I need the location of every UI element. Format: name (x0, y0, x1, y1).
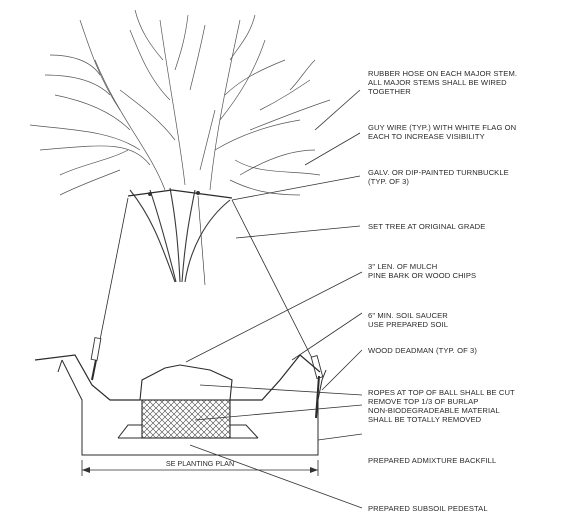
tree-stems (129, 187, 231, 283)
callout-original-grade: SET TREE AT ORIGINAL GRADE (368, 222, 485, 231)
dimension-label: SE PLANTING PLAN (166, 459, 234, 468)
callout-backfill: PREPARED ADMIXTURE BACKFILL (368, 456, 496, 465)
callout-labels: RUBBER HOSE ON EACH MAJOR STEM. ALL MAJO… (368, 69, 519, 513)
leader-lines (185, 89, 363, 509)
callout-turnbuckle: GALV. OR DIP-PAINTED TURNBUCKLE (TYP. OF… (368, 168, 511, 186)
root-ball (117, 364, 259, 439)
tree-crown (29, 9, 331, 196)
callout-wood-deadman: WOOD DEADMAN (TYP. OF 3) (368, 346, 477, 355)
callout-rubber-hose: RUBBER HOSE ON EACH MAJOR STEM. ALL MAJO… (368, 69, 519, 96)
callout-subsoil-pedestal: PREPARED SUBSOIL PEDESTAL (368, 504, 488, 513)
stem-wire-ring (127, 189, 233, 199)
callout-mulch: 3" LEN. OF MULCH PINE BARK OR WOOD CHIPS (368, 262, 476, 280)
callout-soil-saucer: 6" MIN. SOIL SAUCER USE PREPARED SOIL (368, 311, 450, 329)
wood-deadman (91, 359, 320, 419)
planting-dimension: SE PLANTING PLAN (81, 459, 319, 476)
callout-ropes-burlap: ROPES AT TOP OF BALL SHALL BE CUT REMOVE… (368, 388, 517, 424)
callout-guy-wire: GUY WIRE (TYP.) WITH WHITE FLAG ON EACH … (368, 123, 518, 141)
guy-wires (90, 195, 324, 379)
